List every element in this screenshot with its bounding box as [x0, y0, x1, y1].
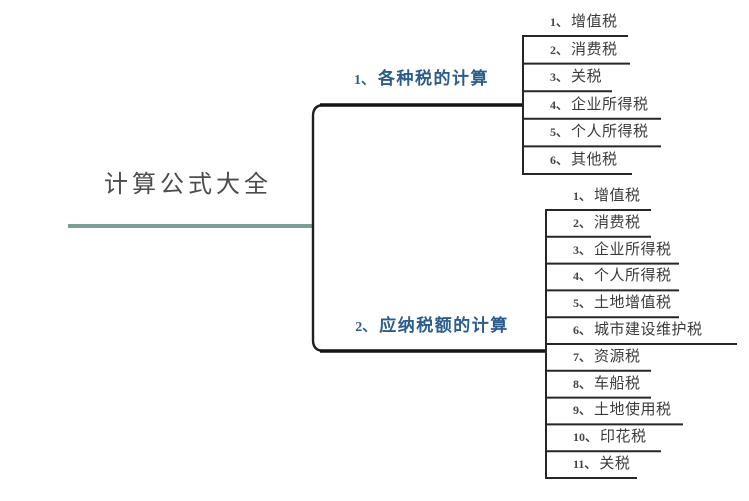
leaf-label: 关税: [599, 455, 631, 472]
leaf-label: 土地使用税: [594, 401, 672, 419]
leaf-number: 2、: [550, 42, 569, 57]
leaf-number: 4、: [550, 97, 569, 112]
branch-number: 2、: [355, 320, 377, 335]
leaf-node[interactable]: 3、关税: [523, 67, 602, 87]
leaf-label: 个人所得税: [594, 267, 672, 285]
leaf-number: 6、: [573, 323, 592, 337]
leaf-number: 9、: [573, 403, 592, 418]
leaf-label: 土地增值税: [594, 294, 672, 312]
leaf-number: 2、: [573, 215, 592, 230]
leaf-node[interactable]: 8、车船税: [546, 374, 641, 394]
leaf-number: 6、: [550, 153, 569, 167]
branch-title: 各种税的计算: [378, 69, 489, 88]
leaf-node[interactable]: 10、印花税: [546, 427, 647, 447]
leaf-node[interactable]: 1、增值税: [546, 186, 641, 206]
leaf-label: 增值税: [571, 13, 618, 30]
leaf-number: 7、: [573, 349, 592, 364]
leaf-number: 3、: [550, 70, 569, 85]
root-bracket-connector: [311, 103, 325, 353]
leaf-label: 其他税: [571, 151, 618, 168]
leaf-node[interactable]: 2、消费税: [546, 213, 641, 233]
leaf-label: 消费税: [594, 213, 641, 231]
leaf-node[interactable]: 5、土地增值税: [546, 293, 672, 313]
leaf-number: 11、: [573, 457, 597, 471]
leaf-label: 个人所得税: [571, 123, 649, 141]
leaf-number: 5、: [550, 125, 569, 140]
leaf-label: 增值税: [594, 187, 641, 204]
leaf-node[interactable]: 11、关税: [546, 454, 630, 474]
leaf-number: 8、: [573, 376, 592, 391]
leaf-label: 企业所得税: [571, 95, 649, 113]
leaf-label: 印花税: [600, 428, 647, 446]
leaf-node[interactable]: 1、增值税: [523, 12, 618, 32]
leaf-number: 1、: [550, 15, 569, 29]
leaf-node[interactable]: 2、消费税: [523, 40, 618, 60]
leaf-node[interactable]: 6、其他税: [523, 150, 618, 170]
leaf-label: 企业所得税: [594, 240, 672, 258]
leaf-label: 关税: [571, 68, 603, 86]
branch-title: 应纳税额的计算: [379, 316, 509, 335]
leaf-number: 10、: [573, 430, 598, 445]
leaf-node[interactable]: 4、企业所得税: [523, 95, 649, 115]
leaf-number: 5、: [573, 296, 592, 311]
branch-node-2[interactable]: 2、 应纳税额的计算: [320, 311, 544, 337]
leaf-label: 车船税: [594, 374, 641, 392]
leaf-node[interactable]: 9、土地使用税: [546, 400, 672, 420]
leaf-node[interactable]: 5、个人所得税: [523, 122, 649, 142]
leaf-node[interactable]: 6、城市建设维护税: [546, 320, 703, 340]
leaf-number: 4、: [573, 269, 592, 284]
leaf-node[interactable]: 4、个人所得税: [546, 266, 672, 286]
leaf-label: 资源税: [594, 347, 641, 365]
leaf-label: 城市建设维护税: [594, 321, 703, 338]
leaf-node[interactable]: 7、资源税: [546, 347, 641, 367]
leaf-number: 3、: [573, 242, 592, 257]
root-node[interactable]: 计算公式大全: [104, 171, 272, 198]
branch-node-1[interactable]: 1、 各种税的计算: [320, 64, 523, 90]
leaf-node[interactable]: 3、企业所得税: [546, 240, 672, 260]
leaf-number: 1、: [573, 189, 592, 203]
leaf-label: 消费税: [571, 40, 618, 58]
branch-number: 1、: [354, 73, 375, 88]
